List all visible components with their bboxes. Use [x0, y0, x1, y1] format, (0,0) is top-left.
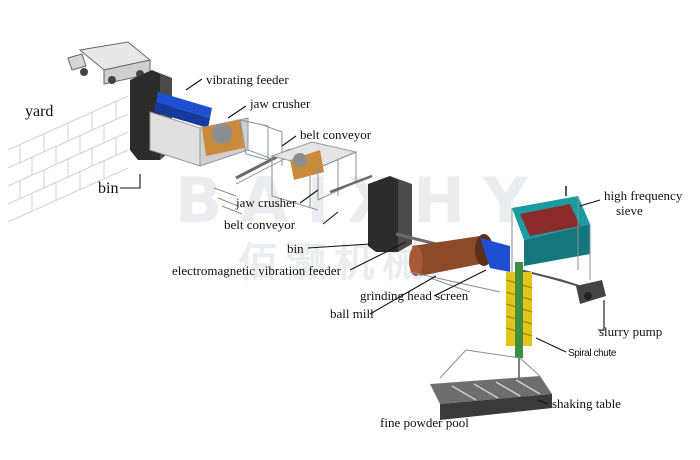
- label-yard: yard: [25, 103, 53, 120]
- label-bin-2: bin: [287, 241, 304, 256]
- label-vibrating-feeder: vibrating feeder: [206, 72, 289, 87]
- watermark-latin: BAIXHY: [175, 164, 546, 237]
- jaw-crusher-1-shape: [149, 111, 283, 167]
- label-belt-conveyor-2: belt conveyor: [224, 217, 296, 232]
- high-frequency-sieve-shape: [511, 186, 591, 290]
- label-bin-1: bin: [98, 180, 118, 197]
- leader-spiral-chute: [535, 337, 567, 353]
- belt-conveyor-2-shape: [329, 174, 373, 194]
- spiral-chute-shape: [505, 262, 533, 380]
- leader-bin-1: [120, 174, 141, 189]
- label-sieve: sieve: [616, 203, 643, 218]
- leader-high-frequency-sieve: [579, 199, 601, 207]
- label-belt-conveyor-1: belt conveyor: [300, 127, 372, 142]
- leader-grinding-head-screen: [433, 269, 487, 297]
- leader-belt-conveyor-1: [281, 135, 297, 147]
- leader-belt-conveyor-2: [322, 211, 339, 225]
- label-jaw-crusher-2: jaw crusher: [235, 195, 297, 210]
- leader-ball-mill: [369, 275, 437, 315]
- ball-mill-shape: [409, 234, 510, 293]
- label-jaw-crusher-1: jaw crusher: [249, 96, 311, 111]
- jaw-crusher-2-shape: [270, 141, 358, 211]
- leader-jaw-crusher-2: [299, 189, 319, 204]
- shaking-table-shape: [430, 349, 552, 420]
- leader-jaw-crusher-1: [227, 105, 247, 119]
- label-shaking-table: shaking table: [552, 396, 621, 411]
- label-grinding-head-screen: grinding head screen: [360, 288, 469, 303]
- electromagnetic-feeder-shape: [395, 232, 437, 246]
- leader-bin-2: [307, 243, 371, 249]
- yard-wall: [7, 95, 129, 223]
- leader-electromagnetic-feeder: [349, 241, 407, 271]
- label-spiral-chute: Spiral chute: [568, 348, 617, 359]
- vibrating-feeder-shape: [154, 92, 212, 128]
- slurry-pump-shape: [519, 269, 606, 304]
- label-slurry-pump: slurry pump: [599, 324, 662, 339]
- label-high-frequency: high frequency: [604, 188, 683, 203]
- label-ball-mill: ball mill: [330, 306, 374, 321]
- leader-vibrating-feeder: [185, 78, 203, 91]
- label-electromagnetic-vibration-feeder: electromagnetic vibration feeder: [172, 263, 342, 278]
- leader-slurry-pump: [598, 300, 605, 331]
- label-fine-powder-pool: fine powder pool: [380, 415, 469, 430]
- bin-2-shape: [368, 176, 412, 252]
- leader-shaking-table: [537, 399, 549, 405]
